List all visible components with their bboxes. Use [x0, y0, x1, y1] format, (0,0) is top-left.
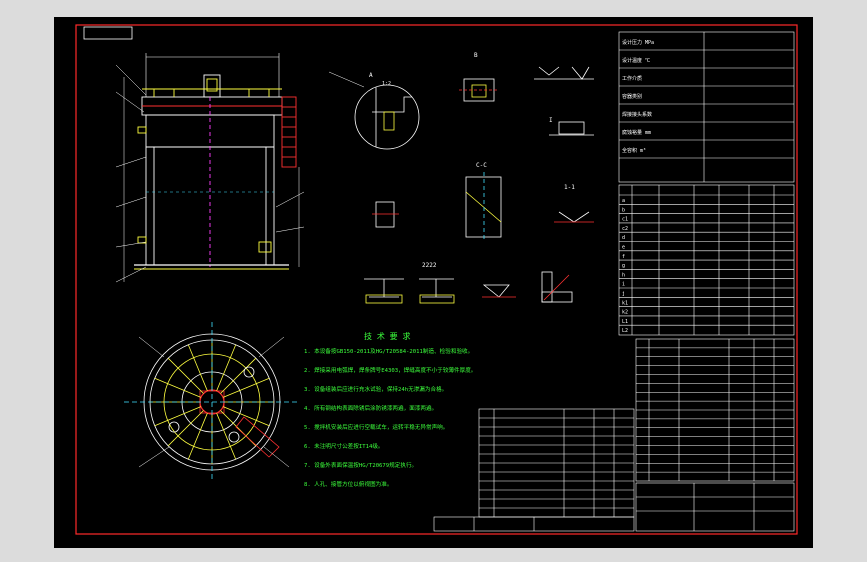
plan-spoke — [222, 406, 270, 427]
table-row: L1 — [622, 319, 628, 325]
table-row: e — [622, 245, 625, 251]
plan-spoke — [154, 406, 202, 427]
technical-notes: 技 术 要 求 1. 本设备按GB150-2011及HG/T20584-2011… — [304, 331, 476, 488]
table-row: 设计压力 MPa — [622, 39, 654, 46]
table-row: 全容积 m³ — [622, 147, 646, 154]
elevation-view — [115, 53, 305, 283]
table-row: d — [622, 235, 625, 241]
plan-spoke — [222, 377, 270, 398]
note-line: 6. 未注明尺寸公差按IT14级。 — [304, 442, 384, 450]
table-row: b — [622, 207, 625, 213]
table-row: k1 — [622, 300, 628, 306]
table-row: 工作介质 — [622, 75, 642, 82]
plan-spoke — [216, 344, 237, 392]
plan-spoke — [187, 344, 208, 392]
plan-spoke — [220, 357, 257, 394]
title-block — [433, 482, 795, 532]
parts-list-right — [635, 338, 795, 482]
parts-list-left — [478, 408, 635, 518]
section-label-f: I — [549, 117, 553, 124]
table-row: g — [622, 263, 625, 269]
detail-label-a: A — [369, 72, 373, 79]
table-row: 焊接接头系数 — [622, 111, 652, 118]
note-line: 3. 设备组装后应进行充水试验，保持24h无渗漏为合格。 — [304, 385, 447, 393]
plan-spoke — [167, 410, 204, 447]
note-line: 8. 人孔、接管方位以俯视图为准。 — [304, 480, 392, 488]
note-line: 4. 所有钢结构表面除锈后涂防锈漆两遍，面漆两遍。 — [304, 404, 437, 412]
table-row: c1 — [622, 217, 628, 223]
section-label-c: C-C — [476, 162, 487, 169]
table-row: a — [622, 198, 625, 204]
plan-spoke — [187, 412, 208, 460]
section-label-d: 1-1 — [564, 184, 575, 191]
table-row: 设计温度 ℃ — [622, 57, 650, 64]
notes-title: 技 术 要 求 — [364, 331, 410, 341]
plan-view — [124, 322, 300, 482]
plan-spoke — [216, 412, 237, 460]
plan-spoke — [167, 357, 204, 394]
section-label-e: 2222 — [422, 262, 437, 269]
table-row: j — [622, 291, 625, 297]
drawing-canvas: 技 术 要 求 1. 本设备按GB150-2011及HG/T20584-2011… — [54, 17, 813, 548]
corner-box — [83, 26, 133, 40]
table-row: 容器类别 — [622, 93, 642, 100]
table-row: L2 — [622, 328, 628, 334]
table-row: f — [622, 254, 625, 260]
cad-drawing: 技 术 要 求 1. 本设备按GB150-2011及HG/T20584-2011… — [75, 24, 798, 535]
note-line: 5. 搅拌机安装后应进行空载试车，运转平稳无异常声响。 — [304, 423, 448, 431]
table-row: i — [622, 282, 625, 288]
note-line: 2. 焊接采用电弧焊，焊条牌号E4303，焊缝高度不小于较薄件厚度。 — [304, 366, 476, 374]
note-line: 7. 设备外表面保温按HG/T20679规定执行。 — [304, 461, 417, 469]
table-row: k2 — [622, 310, 628, 316]
detail-views — [328, 66, 594, 304]
scale-label: 1:2 — [382, 81, 391, 87]
drawing-border — [75, 24, 798, 535]
table-row: c2 — [622, 226, 628, 232]
plan-spoke — [154, 377, 202, 398]
note-line: 1. 本设备按GB150-2011及HG/T20584-2011制造、检验和验收… — [304, 347, 473, 355]
table-row: 腐蚀裕量 mm — [622, 129, 651, 136]
table-row: h — [622, 272, 625, 278]
detail-label-b: B — [474, 52, 478, 59]
